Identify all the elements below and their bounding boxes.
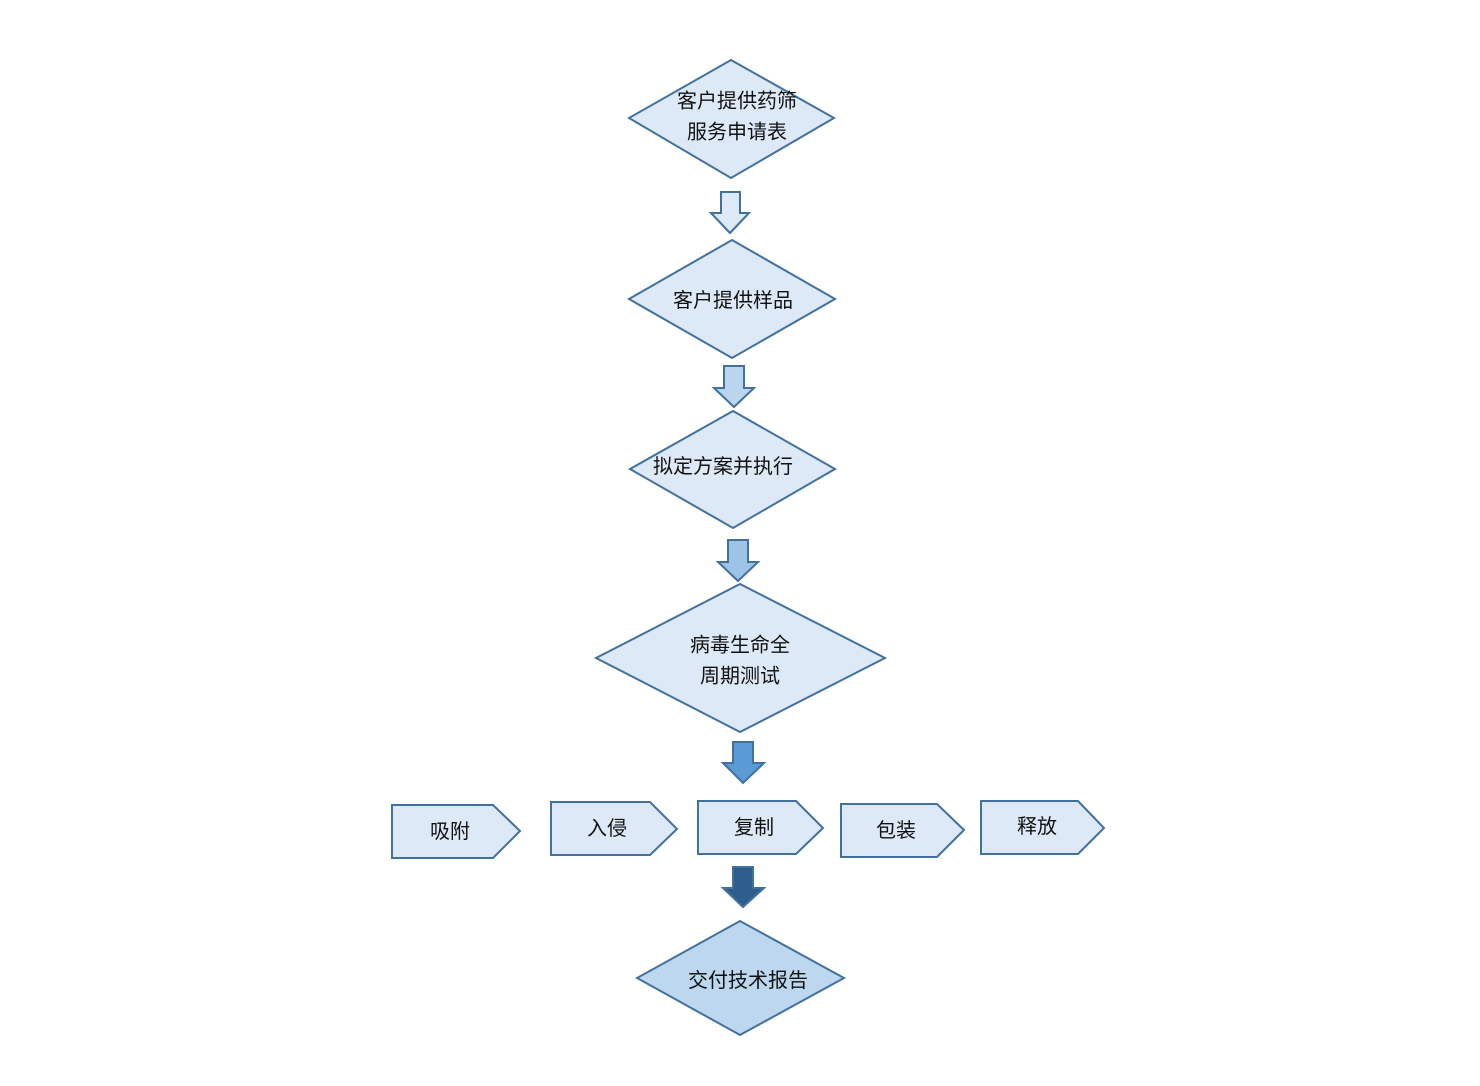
down-arrow-icon (715, 539, 761, 583)
step-label-line: 服务申请表 (687, 119, 787, 144)
diamond-deliver-report (634, 919, 847, 1037)
step-label-request-form: 客户提供药筛 服务申请表 (677, 89, 797, 144)
step-label-line: 病毒生命全 (690, 632, 790, 657)
step-label-deliver-report: 交付技术报告 (688, 968, 808, 992)
step-label-plan-execute: 拟定方案并执行 (653, 454, 793, 478)
down-arrow-icon (720, 866, 767, 909)
step-label-provide-samples: 客户提供样品 (673, 288, 793, 312)
stage-shape-replication (697, 800, 825, 855)
diamond-lifecycle-test (593, 582, 888, 734)
step-label-line: 拟定方案并执行 (653, 454, 793, 478)
stage-shape-packaging (840, 803, 966, 858)
step-label-line: 交付技术报告 (688, 968, 808, 992)
stage-shape-invasion (550, 801, 679, 856)
step-label-line: 周期测试 (700, 663, 780, 688)
diamond-plan-execute (627, 409, 838, 530)
diamond-request-form (627, 58, 837, 180)
down-arrow-icon (708, 191, 752, 235)
step-label-line: 客户提供药筛 (677, 88, 797, 113)
stage-shape-release (980, 800, 1106, 855)
step-label-line: 客户提供样品 (673, 288, 793, 312)
down-arrow-icon (711, 365, 757, 409)
step-label-lifecycle-test: 病毒生命全 周期测试 (690, 633, 790, 688)
stage-label-invasion: 入侵 (587, 816, 627, 840)
stage-label-release: 释放 (1017, 814, 1057, 838)
diamond-provide-samples (626, 238, 838, 360)
stage-label-packaging: 包装 (876, 818, 916, 842)
down-arrow-icon (720, 741, 767, 785)
stage-label-adsorption: 吸附 (430, 819, 470, 843)
stage-label-replication: 复制 (734, 815, 774, 839)
stage-shape-adsorption (391, 804, 522, 859)
